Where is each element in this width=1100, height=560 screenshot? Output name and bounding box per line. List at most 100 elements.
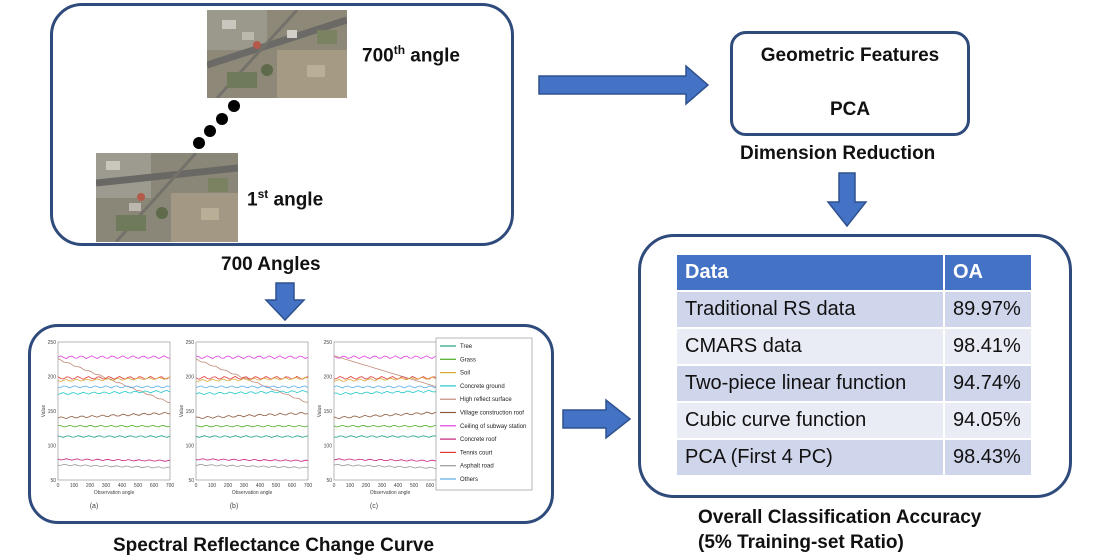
spectral-curve <box>57 376 171 383</box>
dimension-reduction-box <box>730 31 970 136</box>
legend-box <box>435 337 533 491</box>
row-oa-value: 89.97% <box>943 290 1033 329</box>
bottom-angle-sup: st <box>257 187 269 201</box>
spectral-curve <box>57 358 171 404</box>
spectral-curve <box>195 358 309 403</box>
bottom-angle-number: 1 <box>247 189 258 211</box>
spectral-curve <box>57 458 171 462</box>
x-tick-label: 600 <box>426 483 435 489</box>
legend-entry: Tennis court <box>460 450 493 456</box>
arrow-down-right-column <box>826 172 868 228</box>
x-tick-label: 0 <box>57 483 60 489</box>
y-tick-label: 50 <box>50 478 56 484</box>
legend-entry: Village construction roof <box>460 411 524 417</box>
legend-entry: Soil <box>460 371 470 377</box>
row-oa-value: 94.74% <box>943 364 1033 403</box>
dimension-reduction-caption: Dimension Reduction <box>740 143 936 164</box>
spectral-curve <box>195 463 309 469</box>
x-tick-label: 500 <box>272 483 281 489</box>
y-tick-label: 50 <box>188 478 194 484</box>
spectral-curve <box>333 355 447 360</box>
x-tick-label: 100 <box>346 483 355 489</box>
x-tick-label: 400 <box>394 483 403 489</box>
aerial-photo-700th-angle <box>207 10 347 98</box>
legend-entry: Ceiling of subway station <box>460 424 526 430</box>
spectral-curve <box>195 376 309 382</box>
x-tick-label: 200 <box>86 483 95 489</box>
table-row: PCA (First 4 PC) 98.43% <box>675 438 1033 477</box>
y-tick-label: 50 <box>326 478 332 484</box>
x-axis-label: Observation angle <box>370 490 411 496</box>
row-data-name: PCA (First 4 PC) <box>675 438 945 477</box>
spectral-caption: Spectral Reflectance Change Curve <box>113 535 435 556</box>
accuracy-caption-line2: (5% Training-set Ratio) <box>698 532 904 553</box>
y-axis-label: Value <box>41 405 47 418</box>
y-axis-label: Value <box>179 405 185 418</box>
arrow-right-bottom <box>562 398 632 440</box>
top-angle-sup: th <box>393 43 406 57</box>
row-data-name: Cubic curve function <box>675 401 945 440</box>
y-tick-label: 200 <box>186 375 195 381</box>
spectral-curve <box>333 435 447 438</box>
pca-label: PCA <box>829 99 871 120</box>
legend-entry: High reflect surface <box>460 397 512 403</box>
spectral-curve <box>57 435 171 438</box>
x-tick-label: 300 <box>102 483 111 489</box>
header-data: Data <box>675 253 945 292</box>
row-oa-value: 98.43% <box>943 438 1033 477</box>
subplot-frame <box>333 341 447 481</box>
spectral-curve <box>57 385 171 389</box>
x-tick-label: 100 <box>208 483 217 489</box>
x-tick-label: 600 <box>288 483 297 489</box>
x-axis-label: Observation angle <box>232 490 273 496</box>
x-tick-label: 500 <box>410 483 419 489</box>
y-tick-label: 150 <box>324 409 333 415</box>
x-tick-label: 400 <box>118 483 127 489</box>
table-row: Cubic curve function 94.05% <box>675 401 1033 440</box>
x-tick-label: 400 <box>256 483 265 489</box>
geometric-features-label: Geometric Features <box>760 45 940 66</box>
spectral-curve <box>195 458 309 462</box>
spectral-curve <box>333 458 447 463</box>
header-oa: OA <box>943 253 1033 292</box>
arrow-right-top <box>538 64 710 106</box>
accuracy-table-header: Data OA <box>675 253 1033 292</box>
x-tick-label: 0 <box>333 483 336 489</box>
x-tick-label: 200 <box>224 483 233 489</box>
arrow-down-left-column <box>264 282 306 322</box>
subplot-frame <box>195 341 309 481</box>
x-tick-label: 700 <box>304 483 313 489</box>
y-tick-label: 250 <box>186 340 195 346</box>
spectral-curve <box>195 412 309 419</box>
aerial-photo-1st-angle <box>96 153 238 242</box>
spectral-curve <box>195 424 309 428</box>
row-data-name: Traditional RS data <box>675 290 945 329</box>
row-data-name: CMARS data <box>675 327 945 366</box>
spectral-curve <box>195 435 309 438</box>
spectral-curve <box>333 355 447 390</box>
y-tick-label: 150 <box>48 409 57 415</box>
spectral-curve <box>195 385 309 389</box>
spectral-curve <box>333 389 447 395</box>
row-data-name: Two-piece linear function <box>675 364 945 403</box>
spectral-curve <box>58 424 171 428</box>
bottom-angle-suffix: angle <box>268 189 324 211</box>
spectral-curve <box>333 463 447 470</box>
top-angle-number: 700 <box>362 45 394 67</box>
top-angle-label: 700th angle <box>362 43 460 67</box>
x-tick-label: 0 <box>195 483 198 489</box>
table-row: CMARS data 98.41% <box>675 327 1033 366</box>
legend-entry: Concrete ground <box>460 384 505 390</box>
x-tick-label: 300 <box>378 483 387 489</box>
accuracy-caption-line1: Overall Classification Accuracy <box>698 507 982 528</box>
x-tick-label: 700 <box>166 483 175 489</box>
y-tick-label: 250 <box>48 340 57 346</box>
y-tick-label: 100 <box>324 444 333 450</box>
spectral-curve <box>195 389 309 396</box>
y-tick-label: 200 <box>324 375 333 381</box>
accuracy-table: Data OA Traditional RS data 89.97% CMARS… <box>675 253 1033 477</box>
x-tick-label: 500 <box>134 483 143 489</box>
bottom-angle-label: 1st angle <box>247 187 323 211</box>
spectral-curve <box>333 385 447 389</box>
